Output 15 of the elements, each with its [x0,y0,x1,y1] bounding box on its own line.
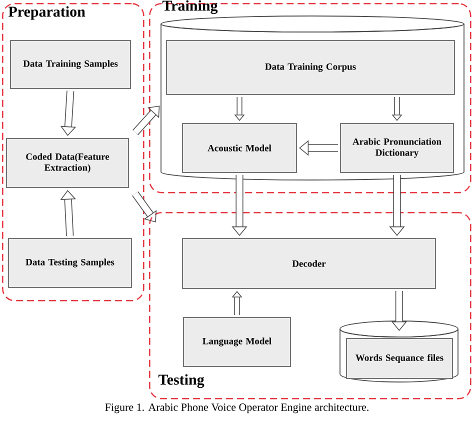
caption: Figure 1. Arabic Phone Voice Operator Engine architecture. [105,403,368,414]
process-box: Data Training Corpus [166,40,455,95]
process-box: Arabic Pronunciation Dictionary [340,123,454,173]
process-box: Coded Data(Feature Extraction) [6,138,129,188]
group-title: Testing [158,374,204,388]
process-box: Data Training Samples [10,40,131,89]
process-box: Words Sequance files [346,338,453,379]
group-title: Training [162,0,218,14]
group-title: Preparation [8,6,86,20]
process-box: Decoder [182,238,436,289]
process-box: Acoustic Model [182,123,297,173]
block-arrow [132,191,157,222]
process-box: Data Testing Samples [8,238,132,288]
block-arrow [132,106,160,136]
process-box: Language Model [183,317,291,367]
